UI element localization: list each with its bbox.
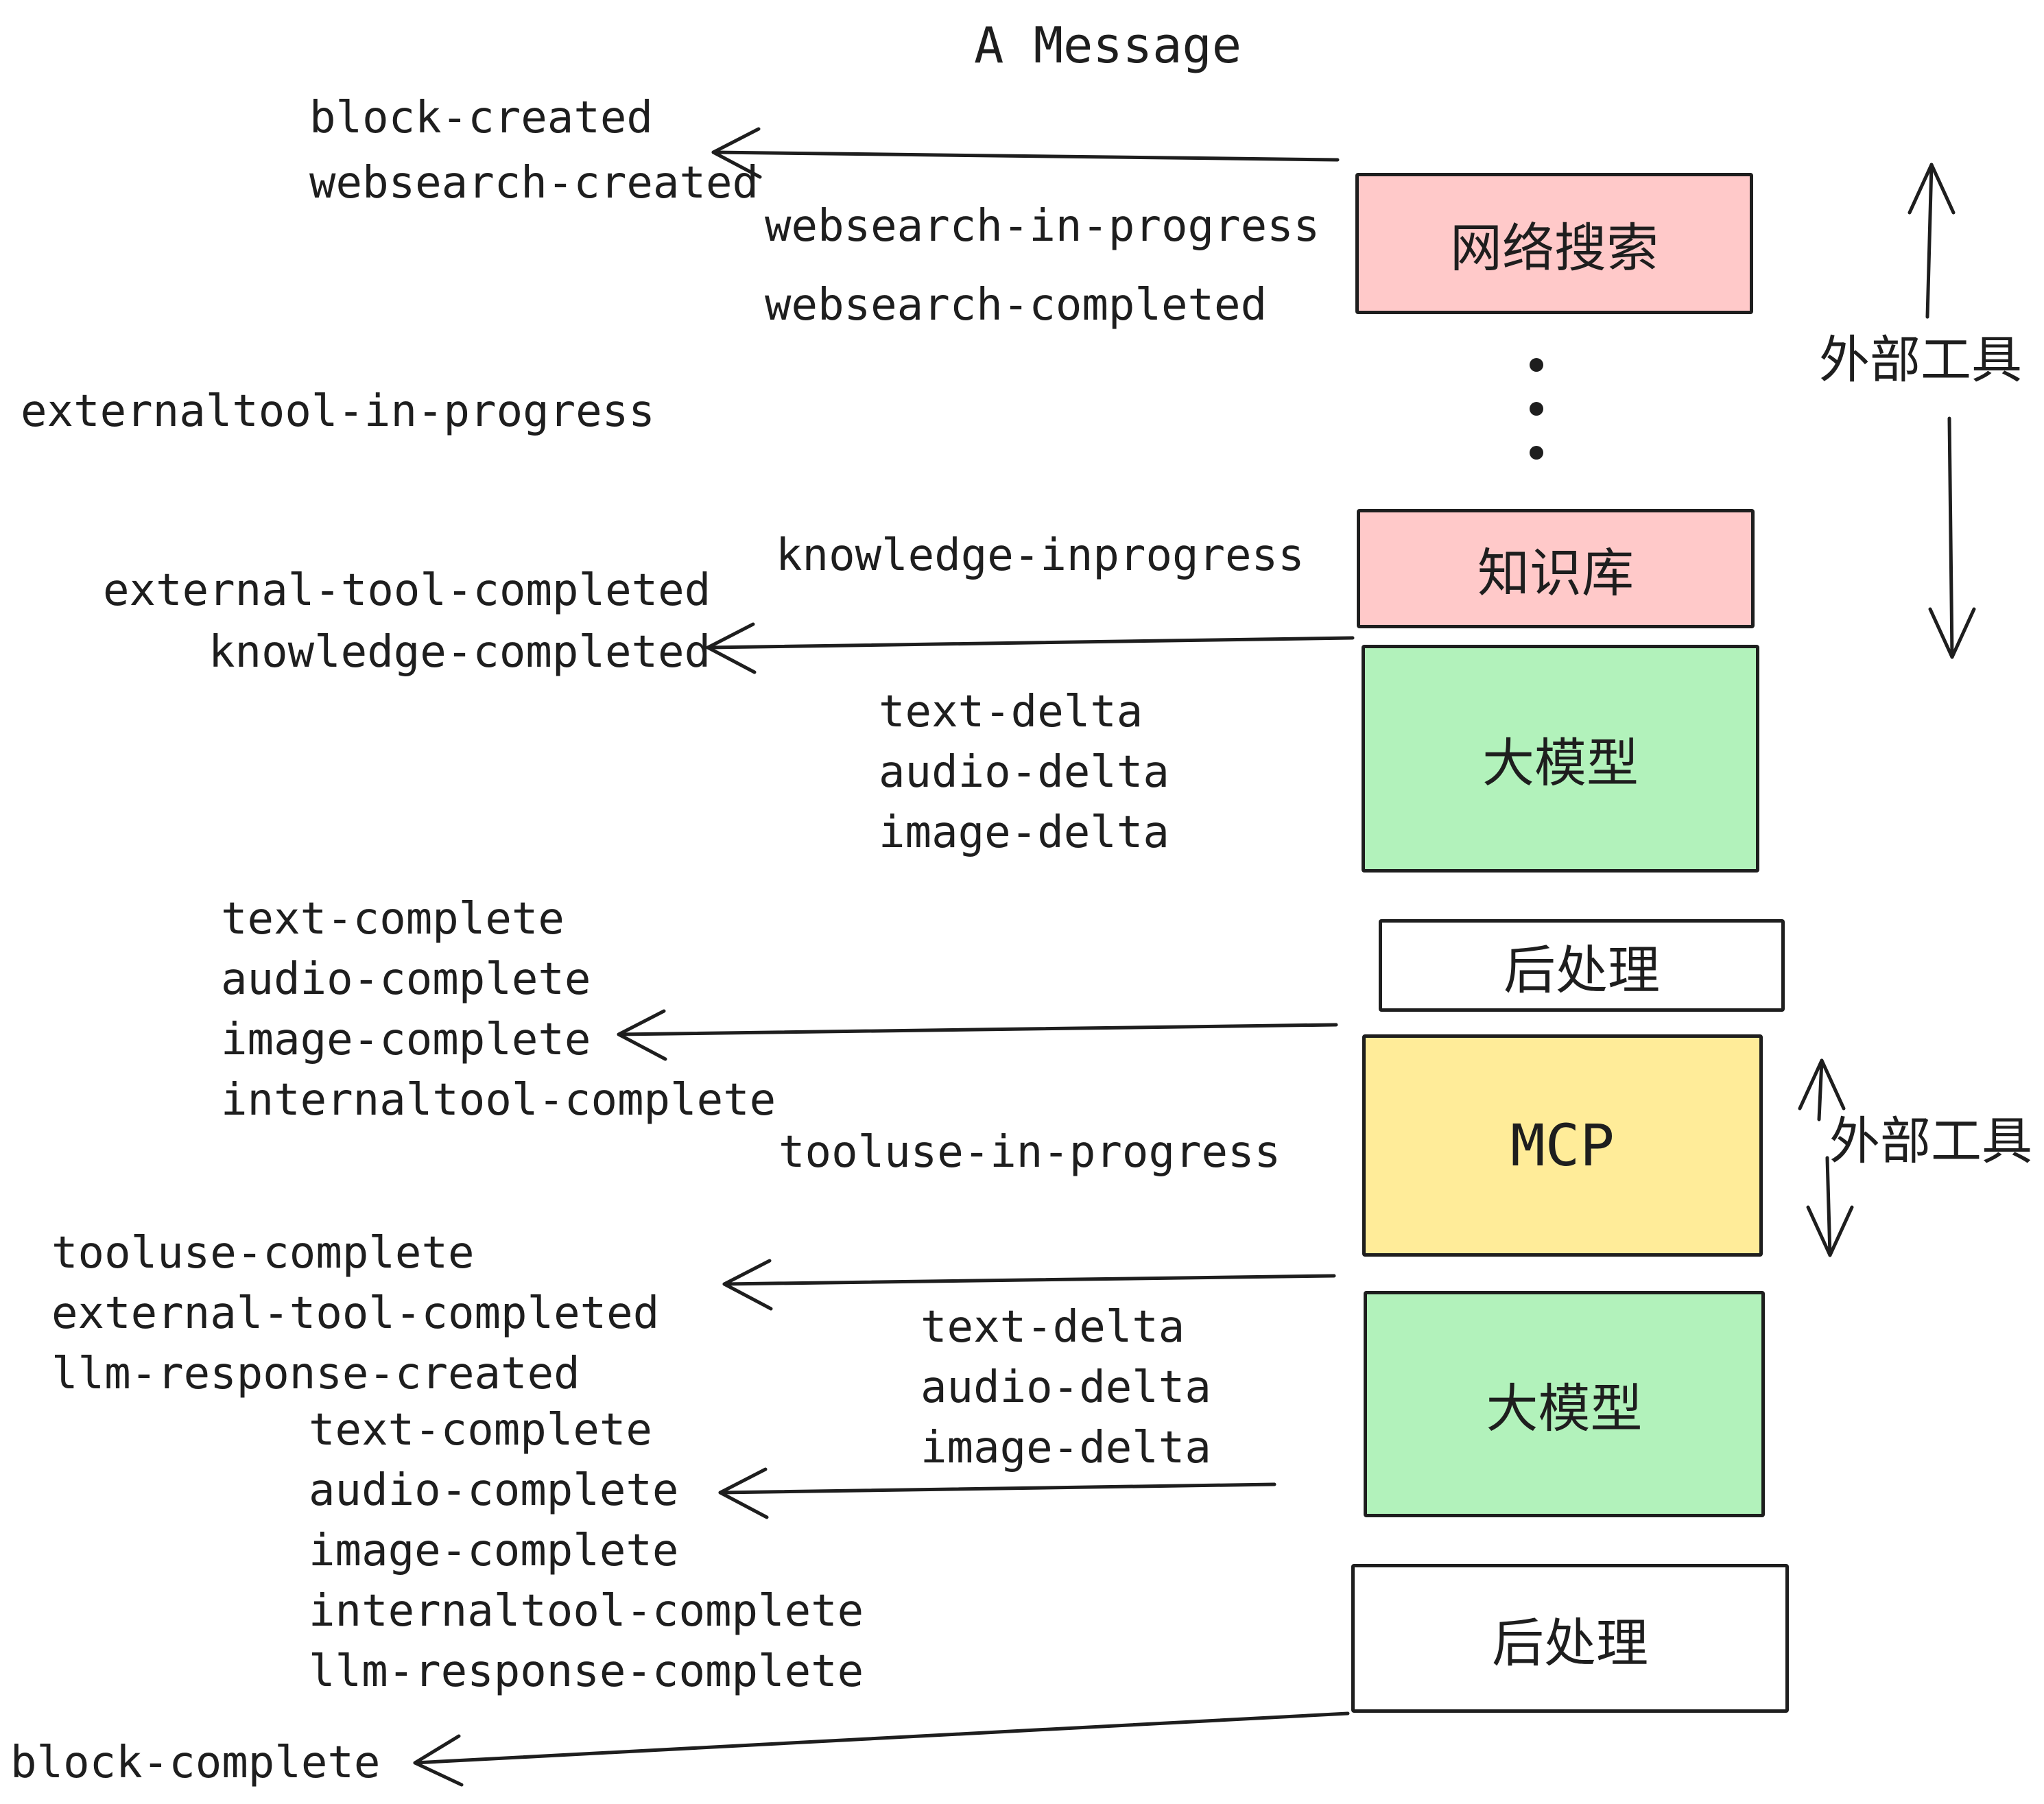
event-externaltool-in-progress: externaltool-in-progress bbox=[21, 386, 655, 437]
event-internaltool-complete-1: internaltool-complete bbox=[221, 1075, 776, 1126]
box-llm-2-label: 大模型 bbox=[1486, 1380, 1643, 1438]
event-external-tool-completed-2: external-tool-completed bbox=[51, 1288, 660, 1339]
side-label-external-tools-mcp: 外部工具 bbox=[1829, 1113, 2032, 1170]
box-llm-1-label: 大模型 bbox=[1482, 735, 1639, 793]
box-llm-1: 大模型 bbox=[1362, 645, 1759, 873]
event-audio-complete-2: audio-complete bbox=[309, 1465, 679, 1516]
event-image-delta-1: image-delta bbox=[879, 807, 1169, 858]
event-tooluse-complete: tooluse-complete bbox=[51, 1228, 475, 1279]
event-llm-response-created: llm-response-created bbox=[51, 1349, 580, 1399]
event-internaltool-complete-2: internaltool-complete bbox=[309, 1586, 864, 1637]
event-knowledge-inprogress: knowledge-inprogress bbox=[776, 530, 1305, 581]
box-mcp-label: MCP bbox=[1510, 1112, 1615, 1179]
box-llm-2: 大模型 bbox=[1364, 1291, 1765, 1517]
box-websearch: 网络搜索 bbox=[1355, 173, 1753, 314]
ellipsis-dots bbox=[1530, 358, 1543, 460]
event-audio-delta-2: audio-delta bbox=[920, 1362, 1211, 1413]
box-knowledge: 知识库 bbox=[1357, 509, 1755, 628]
side-label-external-tools-top: 外部工具 bbox=[1819, 331, 2022, 388]
box-knowledge-label: 知识库 bbox=[1477, 545, 1634, 603]
event-audio-complete-1: audio-complete bbox=[221, 954, 591, 1005]
event-tooluse-in-progress: tooluse-in-progress bbox=[779, 1127, 1281, 1178]
arrow-to-image-complete-1 bbox=[617, 1009, 1338, 1061]
event-audio-delta-1: audio-delta bbox=[879, 747, 1169, 798]
event-image-delta-2: image-delta bbox=[920, 1423, 1211, 1473]
event-block-complete: block-complete bbox=[10, 1737, 381, 1788]
event-image-complete-1: image-complete bbox=[221, 1014, 591, 1065]
event-websearch-completed: websearch-completed bbox=[765, 280, 1268, 331]
box-postprocess-2-label: 后处理 bbox=[1492, 1614, 1648, 1673]
event-text-complete-2: text-complete bbox=[309, 1405, 652, 1456]
event-text-complete-1: text-complete bbox=[221, 894, 565, 945]
external-tools-down-arrow-top bbox=[1928, 416, 1976, 659]
event-external-tool-completed-1: external-tool-completed bbox=[103, 565, 711, 616]
arrow-to-knowledge-completed bbox=[706, 622, 1355, 674]
external-tools-up-arrow-top bbox=[1908, 163, 1956, 319]
box-postprocess-2: 后处理 bbox=[1351, 1564, 1789, 1713]
box-postprocess-1: 后处理 bbox=[1379, 919, 1785, 1012]
event-text-delta-2: text-delta bbox=[920, 1302, 1185, 1353]
event-websearch-in-progress: websearch-in-progress bbox=[765, 201, 1320, 252]
event-text-delta-1: text-delta bbox=[879, 687, 1143, 737]
event-image-complete-2: image-complete bbox=[309, 1526, 679, 1576]
arrow-to-block-created bbox=[711, 127, 1340, 179]
external-tools-down-arrow-mcp bbox=[1806, 1156, 1854, 1257]
event-knowledge-completed: knowledge-completed bbox=[209, 627, 711, 678]
arrow-to-audio-complete-2 bbox=[718, 1467, 1276, 1519]
event-block-created: block-created bbox=[309, 93, 653, 143]
event-llm-response-complete: llm-response-complete bbox=[309, 1646, 864, 1697]
event-websearch-created: websearch-created bbox=[309, 158, 759, 209]
box-mcp: MCP bbox=[1362, 1034, 1763, 1257]
arrow-to-block-complete bbox=[413, 1711, 1350, 1787]
diagram-title: A Message bbox=[974, 16, 1242, 74]
box-websearch-label: 网络搜索 bbox=[1450, 219, 1659, 278]
box-postprocess-1-label: 后处理 bbox=[1504, 941, 1660, 1000]
